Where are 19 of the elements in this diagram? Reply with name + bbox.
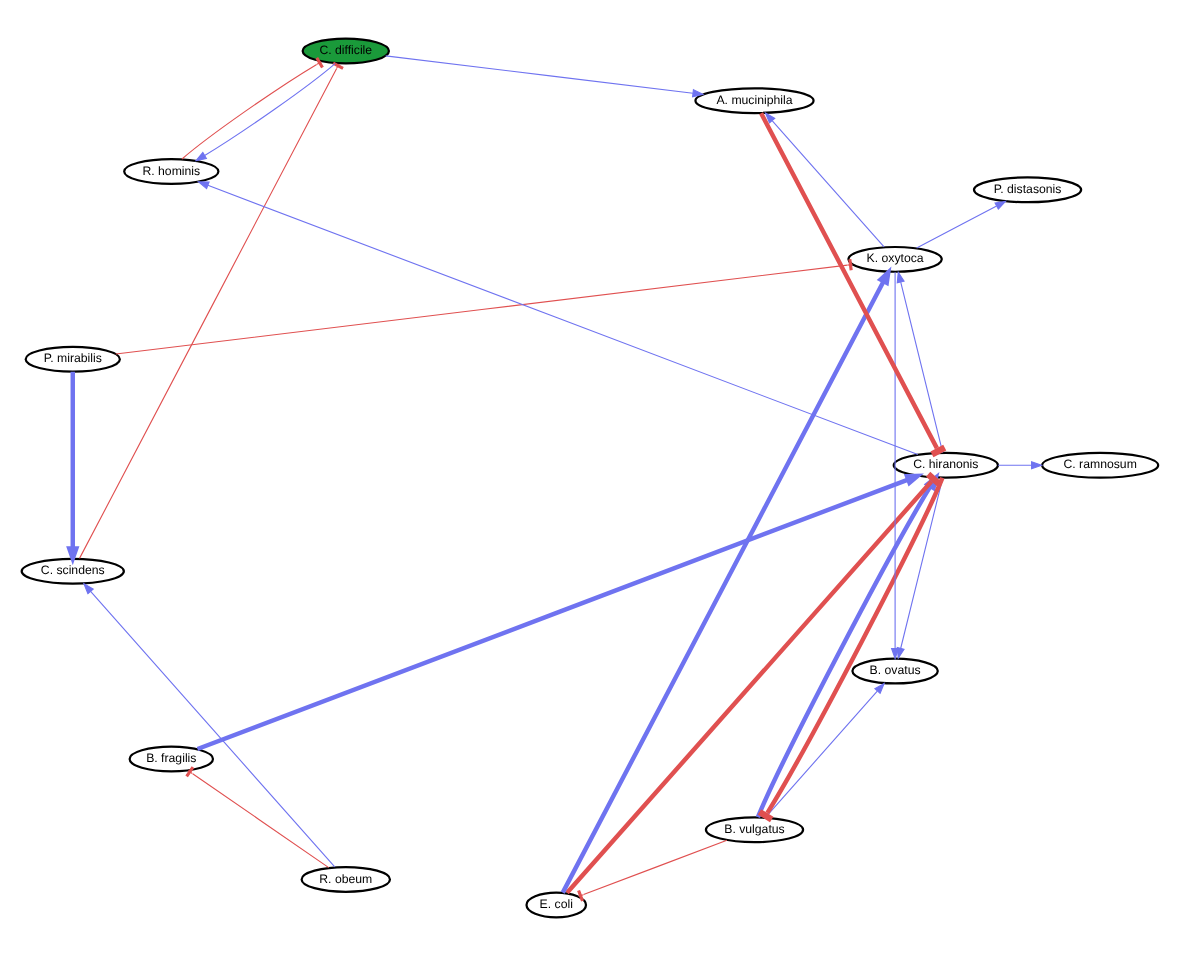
arrow [82,581,336,867]
connector [78,60,344,558]
arrow [196,180,919,455]
connector [181,56,324,159]
arrow [764,681,886,817]
connector [115,258,854,354]
arrow [385,54,705,97]
connector [759,111,947,457]
arrow [66,370,80,565]
arrow [916,199,1008,248]
arrow [196,472,924,751]
arrow [890,270,900,660]
connector [185,765,330,868]
arrow [560,265,892,893]
arrow [764,110,885,247]
connector [577,838,728,901]
arrow [997,459,1044,469]
arrow [896,269,944,453]
arrow [194,62,336,161]
